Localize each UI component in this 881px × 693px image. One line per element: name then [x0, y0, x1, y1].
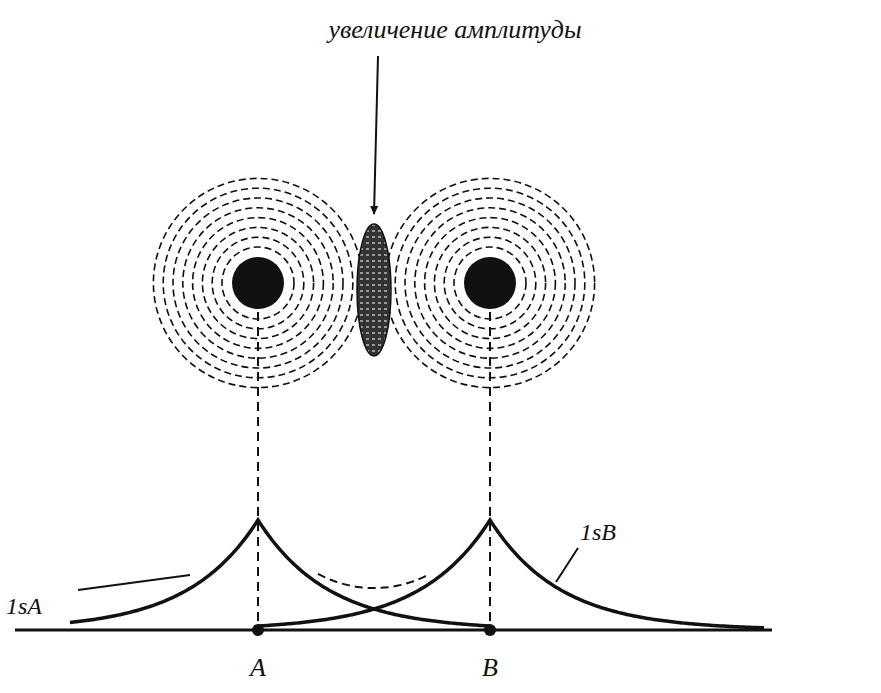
orbital-curve	[258, 520, 764, 628]
point-marker	[484, 624, 496, 636]
point-label: A	[250, 655, 266, 681]
orbital-circle	[385, 178, 594, 387]
sum-curve	[318, 574, 430, 588]
axis-line	[15, 629, 772, 632]
leader-line	[556, 548, 578, 582]
nucleus	[464, 257, 516, 309]
orbital-circle	[153, 178, 362, 387]
orbital-circle	[454, 247, 526, 319]
projection-line	[489, 312, 491, 628]
curve-label: 1sA	[6, 594, 42, 618]
overlap-region	[357, 224, 391, 356]
point-marker	[252, 624, 264, 636]
orbital-curve	[70, 520, 490, 626]
pointer-arrow	[374, 56, 378, 214]
wavefunction-curves	[70, 520, 764, 628]
curve-label: 1sB	[580, 520, 616, 544]
callout-text: увеличение амплитуды	[328, 17, 581, 43]
orbital-circle	[222, 247, 294, 319]
nucleus	[232, 257, 284, 309]
orbital-circle	[202, 227, 313, 338]
projection-line	[257, 312, 259, 628]
leader-line	[78, 575, 190, 590]
orbital-circle	[434, 227, 545, 338]
point-label: B	[482, 655, 498, 681]
